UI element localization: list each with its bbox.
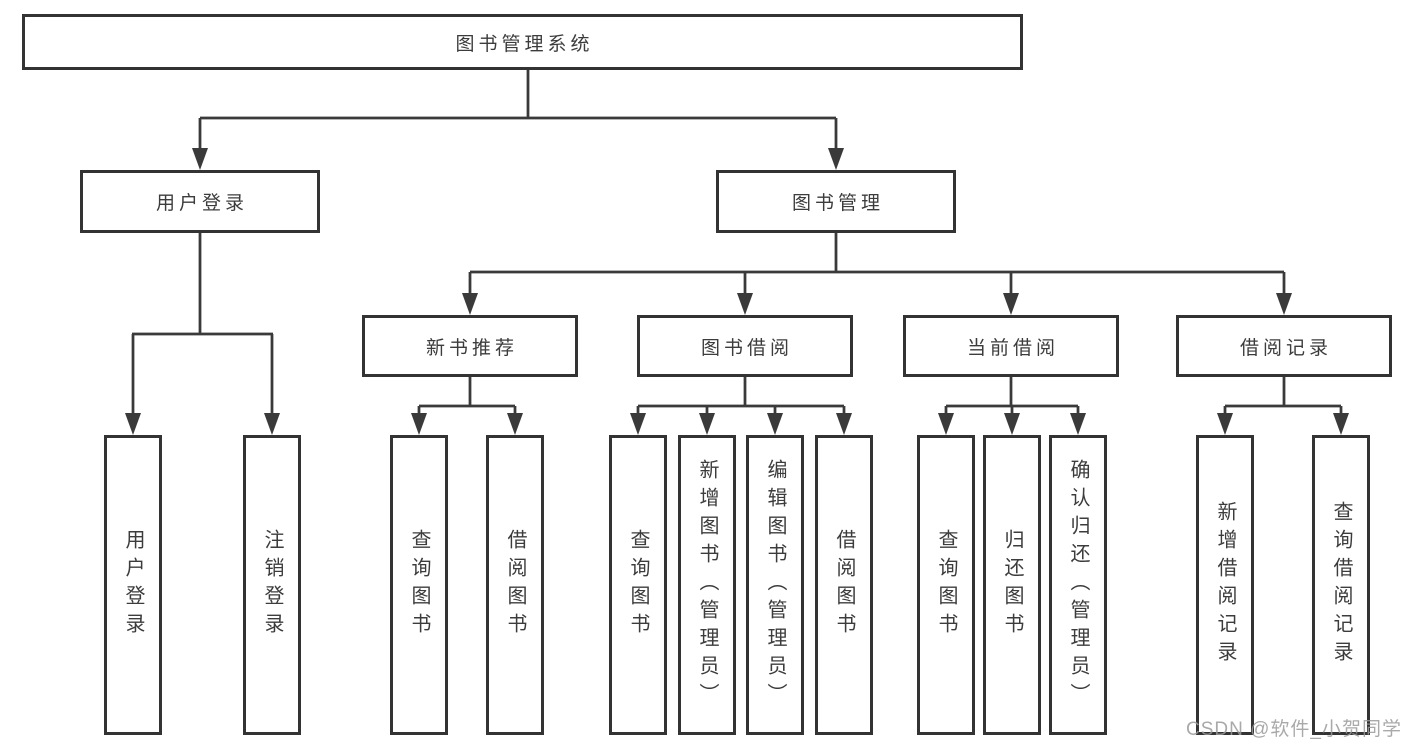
leaf-query-books-b: 查询图书 [609, 435, 667, 735]
node-label: 用户登录 [122, 529, 144, 641]
leaf-query-borrow-record: 查询借阅记录 [1312, 435, 1370, 735]
node-book-borrowing: 图书借阅 [637, 315, 853, 377]
leaf-add-books-admin: 新增图书（管理员） [678, 435, 736, 735]
leaf-query-books-a: 查询图书 [390, 435, 448, 735]
node-label: 查询借阅记录 [1330, 501, 1352, 669]
leaf-add-borrow-record: 新增借阅记录 [1196, 435, 1254, 735]
node-label: 确认归还（管理员） [1067, 459, 1089, 711]
node-label: 图书借阅 [700, 337, 793, 359]
node-new-book-recommendation: 新书推荐 [362, 315, 578, 377]
leaf-query-books-c: 查询图书 [917, 435, 975, 735]
leaf-borrow-books-a: 借阅图书 [486, 435, 544, 735]
node-label: 新增借阅记录 [1214, 501, 1236, 669]
node-label: 用户登录 [155, 193, 248, 214]
node-label: 借阅图书 [504, 529, 526, 641]
node-label: 查询图书 [408, 529, 430, 641]
leaf-user-login: 用户登录 [104, 435, 162, 735]
csdn-watermark: CSDN @软件_小贺同学 [1186, 719, 1402, 740]
leaf-confirm-return-admin: 确认归还（管理员） [1049, 435, 1107, 735]
leaf-borrow-books-b: 借阅图书 [815, 435, 873, 735]
leaf-return-books: 归还图书 [983, 435, 1041, 735]
node-label: 图书管理系统 [455, 33, 594, 55]
node-label: 查询图书 [935, 529, 957, 641]
node-label: 借阅图书 [833, 529, 855, 641]
node-label: 注销登录 [261, 529, 283, 641]
node-label: 图书管理 [791, 193, 884, 214]
node-current-borrowing: 当前借阅 [903, 315, 1119, 377]
node-label: 查询图书 [627, 529, 649, 641]
node-label: 新增图书（管理员） [696, 459, 718, 711]
node-user-login: 用户登录 [80, 170, 320, 233]
node-label: 归还图书 [1001, 529, 1023, 641]
leaf-edit-books-admin: 编辑图书（管理员） [746, 435, 804, 735]
node-book-management: 图书管理 [716, 170, 956, 233]
node-borrowing-records: 借阅记录 [1176, 315, 1392, 377]
node-label: 当前借阅 [966, 337, 1059, 359]
node-label: 新书推荐 [425, 337, 518, 359]
node-label: 编辑图书（管理员） [764, 459, 786, 711]
leaf-logout-login: 注销登录 [243, 435, 301, 735]
node-label: 借阅记录 [1239, 337, 1332, 359]
node-library-system: 图书管理系统 [22, 14, 1023, 70]
